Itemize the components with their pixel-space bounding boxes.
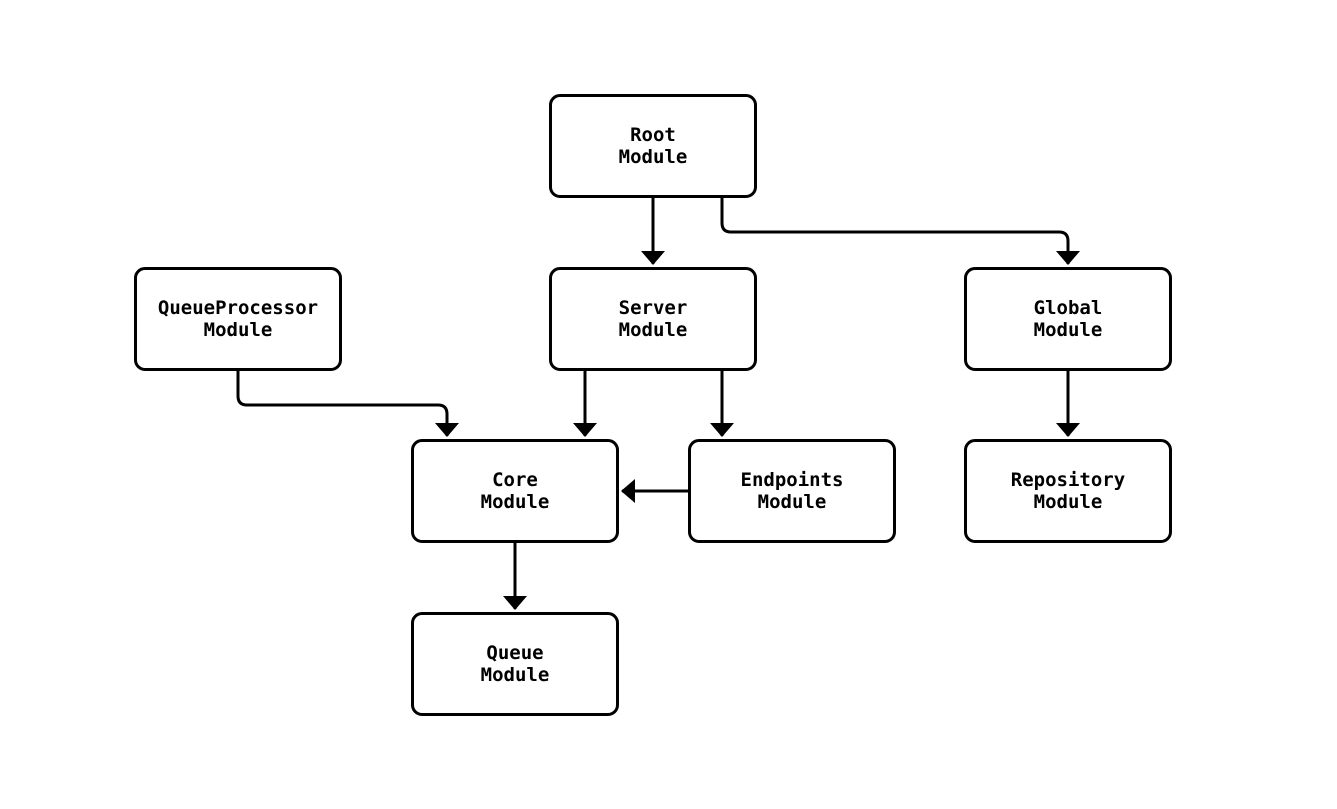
node-label-line: Module [480, 491, 550, 513]
node-label-line: Repository [1010, 469, 1126, 491]
node-label-line: Core [492, 469, 538, 491]
node-label-line: Module [757, 491, 827, 513]
node-label-line: Module [1033, 319, 1103, 341]
node-label-line: Queue [486, 642, 544, 664]
node-label-line: Global [1033, 297, 1103, 319]
edge-root-to-global [720, 198, 1080, 265]
node-label-line: Module [618, 146, 688, 168]
node-label-line: Module [480, 664, 550, 686]
node-label-line: Module [618, 319, 688, 341]
node-label-line: Root [630, 124, 676, 146]
edge-queueprocessor-to-core [236, 371, 459, 437]
node-label-line: Module [1033, 491, 1103, 513]
node-label-line: Endpoints [740, 469, 844, 491]
node-label-line: Server [618, 297, 688, 319]
node-label-line: Module [203, 319, 273, 341]
edges-group [236, 198, 1080, 610]
node-label-line: QueueProcessor [157, 297, 319, 319]
